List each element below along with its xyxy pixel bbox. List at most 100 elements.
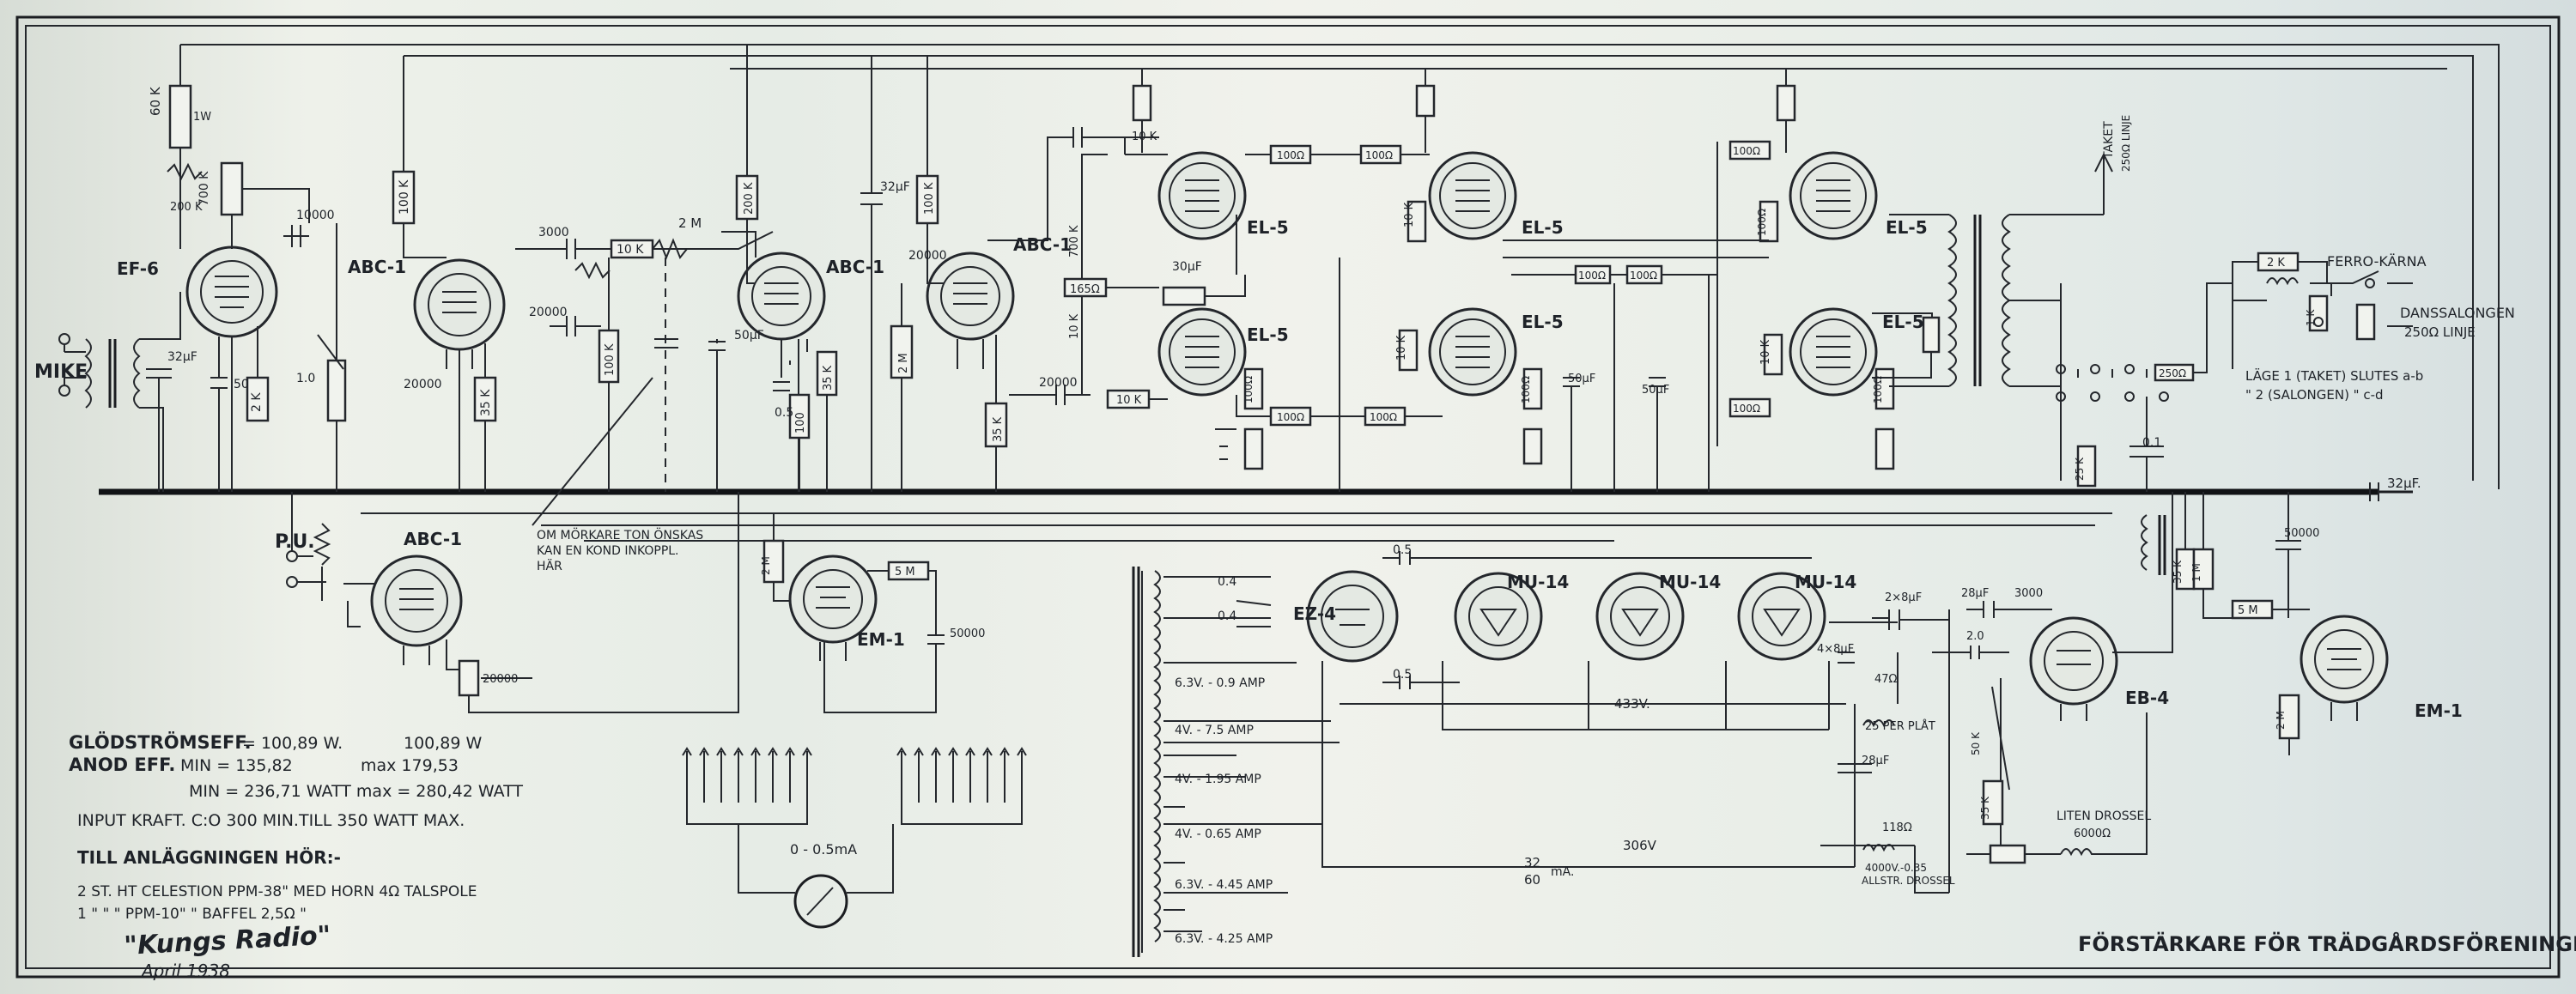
ferro-coil-output: [2232, 252, 2413, 369]
note-line1: OM MÖRKARE TON ÖNSKAS: [537, 527, 703, 542]
tube-em1-mid-label: EM-1: [857, 629, 905, 650]
w1-value: 1W: [193, 111, 211, 124]
cap32-a-value: 32μF: [167, 350, 197, 364]
ma-unit-label: mA.: [1551, 865, 1574, 879]
tube-mu14-1-label: MU-14: [1507, 572, 1569, 592]
cap05-value: 0.5: [775, 406, 793, 420]
tube-el5-4-label: EL-5: [1522, 312, 1564, 332]
r10k-e-value: 10 K: [1116, 394, 1142, 407]
r35k-c-value: 35 K: [992, 416, 1005, 442]
anod-label: ANOD EFF.: [69, 755, 175, 775]
r35k-a-value: 35 K: [479, 389, 493, 416]
r250-value: 250Ω: [2159, 367, 2186, 379]
note-line2: KAN EN KOND INKOPPL.: [537, 544, 679, 558]
top-rail-1: [180, 44, 2500, 489]
r165-value: 165Ω: [1070, 283, 1100, 296]
cap20000c-value: 20000: [483, 673, 518, 686]
r100-2-value: 100Ω: [1365, 149, 1393, 161]
r100-7-value: 100Ω: [1733, 145, 1760, 157]
tube-abc1-mid2-label: ABC-1: [1013, 234, 1072, 255]
dans-label: DANSSALONGEN: [2400, 305, 2515, 321]
r100-9-value: 100Ω: [1242, 376, 1255, 403]
r60k-value: 60 K: [148, 86, 163, 116]
ferro-label: FERRO-KÄRNA: [2327, 253, 2427, 270]
cap4x8-value: 4×8μF: [1817, 643, 1854, 656]
note-arrow: [532, 377, 653, 526]
taket-line-label: 250Ω LINJE: [2120, 115, 2132, 172]
note-line3: HÄR: [537, 558, 562, 573]
tube-abc1-pu-label: ABC-1: [404, 529, 462, 549]
r47-value: 47Ω: [1874, 673, 1898, 686]
input-line: INPUT KRAFT. C:O 300 MIN.TILL 350 WATT M…: [77, 811, 465, 830]
choke118b-label: 4000V.-0.35: [1865, 862, 1927, 874]
cap28b-value: 28μF: [1862, 755, 1889, 767]
r1m-value: 1 M: [2190, 563, 2202, 582]
cap32-b-value: 32μF: [880, 180, 910, 194]
min-line: MIN = 236,71 WATT max = 280,42 WATT: [189, 782, 523, 801]
r2m-c-value: 2 M: [2275, 711, 2287, 730]
tube-em1-right-label: EM-1: [2415, 700, 2463, 721]
cap2x8-value: 2×8μF: [1885, 591, 1922, 604]
r50-value: 50: [234, 378, 249, 391]
abc1-input-stage: [392, 56, 506, 492]
tap3-label: 4V. - 1.95 AMP: [1175, 773, 1261, 786]
choke118c-label: ALLSTR. DROSSEL: [1862, 875, 1955, 887]
tube-el5-3-label: EL-5: [1522, 217, 1564, 238]
r20000b-value: 20000: [529, 306, 568, 319]
cap05a-label: 0.5: [1393, 543, 1412, 557]
anod-value-a: MIN = 135,82: [180, 756, 293, 775]
pu-input-stage: [286, 492, 739, 713]
cap50-value: 50μF: [734, 329, 764, 342]
r2m-value: 2 M: [678, 215, 702, 231]
cap3000-value: 3000: [538, 226, 569, 239]
r2-value: 2 K: [250, 392, 264, 412]
r20000-value: 20000: [404, 378, 442, 391]
taket-label: TAKET: [2102, 121, 2116, 160]
cap04b-label: 0.4: [1218, 609, 1236, 623]
brand-signature: "Kungs Radio": [124, 920, 332, 961]
r10k-h-value: 10 K: [1759, 339, 1772, 365]
dans-line-label: 250Ω LINJE: [2404, 324, 2476, 340]
tap6-label: 6.3V. - 4.25 AMP: [1175, 932, 1273, 946]
r50k-value: 50 K: [1970, 731, 1982, 755]
cap10000-value: 10000: [296, 209, 335, 222]
cap3000b-value: 3000: [2014, 587, 2043, 600]
r200k-value: 200 K: [743, 182, 756, 215]
tube-mu14-2-label: MU-14: [1659, 572, 1721, 592]
meter-tap-switch: [682, 747, 1027, 929]
r700-value: 700 K: [197, 171, 211, 206]
mike-label: MIKE: [34, 361, 88, 383]
r100-11-value: 100Ω: [1872, 376, 1884, 403]
r35k-b-value: 35 K: [822, 365, 835, 391]
cap2-value: 2.0: [1966, 630, 1984, 643]
r100-5-value: 100Ω: [1578, 270, 1606, 282]
tap2-label: 4V. - 7.5 AMP: [1175, 724, 1254, 737]
drawing-date: April 1938: [140, 961, 230, 981]
r1k-value: 1 K: [2305, 309, 2317, 326]
tube-ef6-label: EF-6: [117, 258, 159, 279]
pu-label: P.U.: [275, 531, 315, 553]
mike-input-transformer: [58, 292, 181, 492]
r2k-value: 2 K: [2267, 257, 2285, 270]
glod-label: GLÖDSTRÖMSEFF.: [69, 731, 252, 753]
el5-output-tubes: [1157, 151, 1878, 397]
cap20000b-value: 20000: [1039, 376, 1078, 390]
r10k-value: 10 K: [617, 243, 644, 257]
ef6-stage: [146, 45, 347, 492]
cap28-value: 28μF: [1961, 587, 1989, 600]
r100k-a-value: 100 K: [398, 179, 411, 215]
choke118-label: 118Ω: [1882, 821, 1912, 834]
tube-el5-1-label: EL-5: [1247, 217, 1289, 238]
cap50c-value: 50μF: [1642, 384, 1669, 397]
r100-3-value: 100Ω: [1277, 411, 1304, 423]
tube-ez4-label: EZ-4: [1293, 603, 1336, 624]
cap30-value: 30μF: [1172, 260, 1202, 274]
till-line: TILL ANLÄGGNINGEN HÖR:-: [77, 847, 341, 868]
r100b-value: 100: [794, 412, 807, 433]
liten-label: LITEN DROSSEL: [2057, 809, 2151, 823]
cap32c-value: 32μF.: [2387, 476, 2421, 491]
plat-label: 25 PER PLÅT: [1865, 719, 1935, 733]
